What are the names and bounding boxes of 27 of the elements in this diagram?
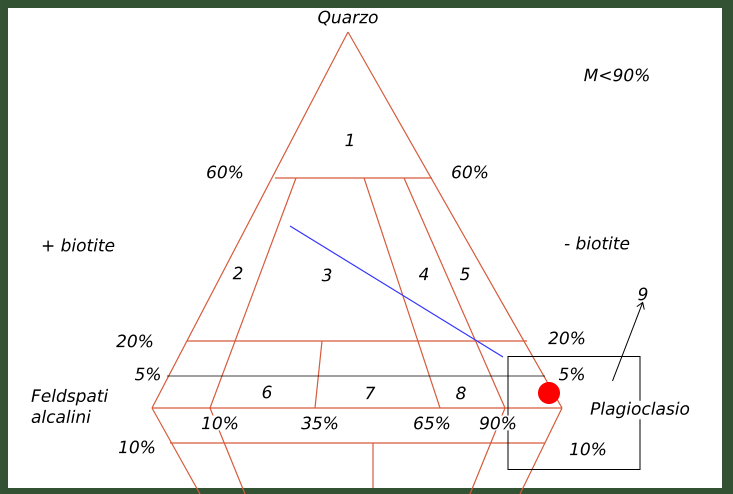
- label: 65%: [414, 416, 450, 430]
- callout-number: 9: [638, 288, 648, 300]
- label: Feldspati alcalini: [31, 388, 108, 424]
- label: 20%: [116, 334, 152, 348]
- label: 5%: [134, 368, 160, 380]
- label: 7: [366, 386, 376, 400]
- label: 60%: [452, 166, 488, 178]
- label: 60%: [207, 166, 242, 178]
- label: 35%: [301, 416, 338, 430]
- label: Quarzo: [318, 10, 378, 26]
- label: 1: [345, 134, 353, 146]
- label: - biotite: [564, 236, 630, 250]
- label: 5%: [558, 368, 584, 380]
- label: M<90%: [584, 68, 649, 82]
- label: 10%: [200, 416, 240, 430]
- label: 3: [322, 268, 332, 282]
- label: + biotite: [42, 238, 114, 252]
- label: 10%: [570, 442, 606, 456]
- label: 6: [262, 386, 272, 398]
- label: Plagioclasio: [589, 400, 691, 420]
- label: 8: [456, 386, 466, 400]
- arrow: [612, 302, 645, 382]
- label: 2: [232, 266, 242, 280]
- label: 5: [460, 268, 470, 280]
- label: 4: [418, 268, 428, 280]
- label: 90%: [478, 416, 518, 430]
- label: 10%: [118, 440, 154, 454]
